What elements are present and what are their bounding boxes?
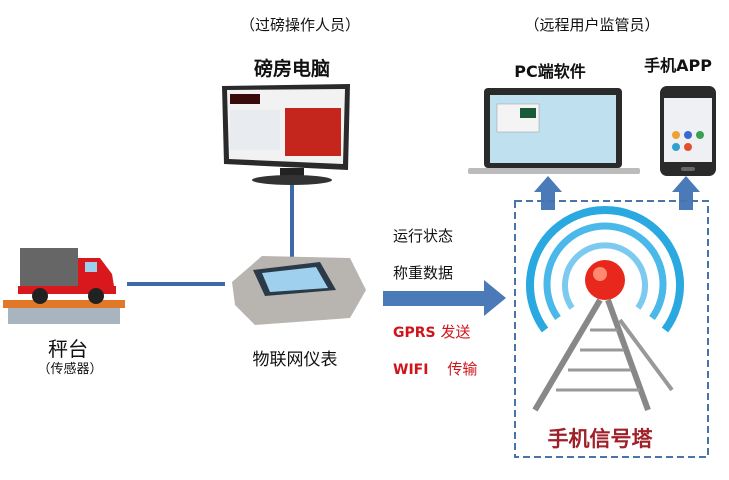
transport-wifi: WIFI 传输 xyxy=(393,358,477,379)
laptop-icon xyxy=(468,88,640,174)
remote-caption: （远程用户监管员） xyxy=(524,16,660,34)
operator-caption: （过磅操作人员） xyxy=(239,16,361,34)
signal-tower-icon xyxy=(526,206,684,412)
right-arrow xyxy=(383,280,506,316)
mobile-app-title: 手机APP xyxy=(644,56,712,75)
platform-subtitle: （传感器） xyxy=(37,362,103,377)
up-arrow-phone xyxy=(672,176,700,210)
iot-meter-icon xyxy=(232,256,366,325)
tower-box xyxy=(514,200,709,458)
tower-label: 手机信号塔 xyxy=(547,427,653,451)
up-arrow-pc xyxy=(534,176,562,210)
transport-action: 发送 xyxy=(440,323,471,341)
transport-action: 传输 xyxy=(447,360,478,378)
transport-method: GPRS xyxy=(393,325,436,341)
iot-meter-title: 物联网仪表 xyxy=(252,350,338,370)
data-label-weighing: 称重数据 xyxy=(393,264,454,282)
phone-icon xyxy=(660,86,716,176)
platform-title: 秤台 xyxy=(48,337,88,361)
scale-house-pc-title: 磅房电脑 xyxy=(253,58,331,80)
monitor-icon xyxy=(222,84,350,185)
transport-method: WIFI xyxy=(393,362,429,378)
data-label-status: 运行状态 xyxy=(393,227,454,245)
transport-gprs: GPRS 发送 xyxy=(393,321,471,342)
pc-software-title: PC端软件 xyxy=(514,62,586,81)
truck-scale-icon xyxy=(3,248,125,324)
